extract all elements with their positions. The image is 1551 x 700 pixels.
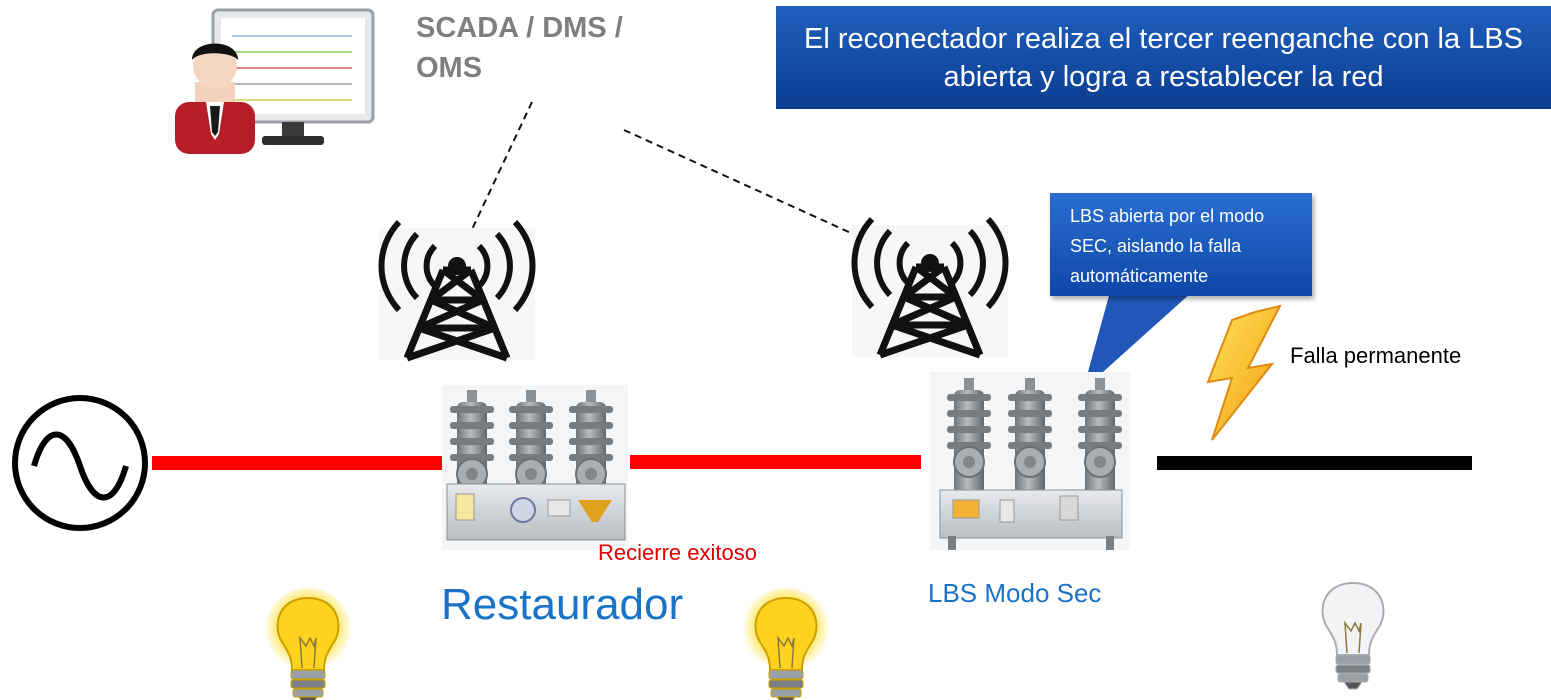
- light-bulb-icon: [742, 588, 830, 700]
- status-banner: El reconectador realiza el tercer reenga…: [776, 6, 1551, 109]
- recloser-icon: [442, 385, 628, 550]
- callout-pointer: [1083, 292, 1192, 390]
- comm-link-left: [466, 101, 533, 241]
- lightning-bolt-icon: [1206, 304, 1282, 441]
- line-segment-source-recloser: [152, 456, 442, 470]
- operator-workstation-icon: [175, 8, 375, 154]
- radio-tower-icon: [379, 222, 535, 360]
- recloser-label: Restaurador: [441, 580, 684, 629]
- scada-system-label: SCADA / DMS / OMS: [416, 12, 623, 84]
- radio-tower-icon: [852, 219, 1008, 357]
- ac-source-icon: [12, 395, 148, 531]
- line-segment-faulted: [1157, 456, 1472, 470]
- switch-icon: [930, 372, 1130, 550]
- lbs-label: LBS Modo Sec: [928, 578, 1102, 608]
- recloser-status-label: Recierre exitoso: [598, 540, 757, 565]
- fault-label: Falla permanente: [1290, 343, 1462, 368]
- light-bulb-icon: [264, 588, 352, 700]
- light-bulb-icon: [1321, 582, 1385, 690]
- line-segment-recloser-lbs: [630, 455, 921, 469]
- comm-link-right: [623, 129, 863, 239]
- lbs-callout: LBS abierta por el modo SEC, aislando la…: [1050, 193, 1312, 296]
